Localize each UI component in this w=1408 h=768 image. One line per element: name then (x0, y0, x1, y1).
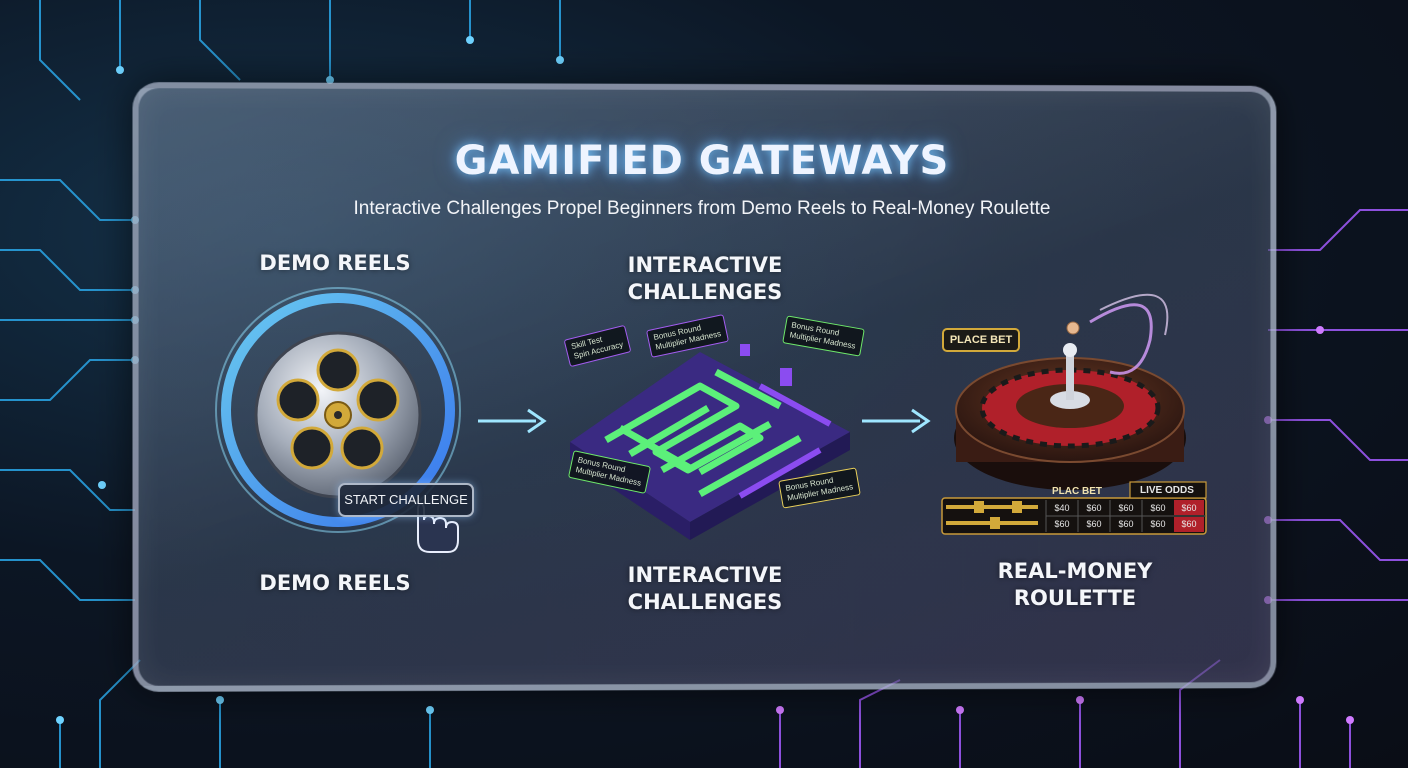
page-subtitle: Interactive Challenges Propel Beginners … (353, 198, 1051, 219)
betting-board (941, 481, 1207, 535)
challenges-label-top-line2: CHALLENGES (627, 280, 783, 304)
roulette-wheel-icon (954, 293, 1186, 490)
roulette-label: REAL-MONEY ROULETTE (960, 558, 1190, 612)
odds-cell[interactable]: $60 (1181, 503, 1197, 513)
challenges-label-top: INTERACTIVE CHALLENGES (590, 252, 820, 306)
arrow-right-icon (862, 408, 931, 434)
board-place-bet-label: PLAC BET (1052, 486, 1102, 497)
place-bet-button[interactable]: PLACE BET (942, 328, 1020, 352)
challenges-label-top-line1: INTERACTIVE (627, 253, 783, 277)
odds-cell[interactable]: $60 (1118, 519, 1134, 529)
arrow-right-icon (478, 408, 547, 434)
demo-reels-label-top: DEMO REELS (259, 251, 411, 275)
odds-cell[interactable]: $60 (1118, 503, 1134, 513)
odds-cell[interactable]: $40 (1054, 503, 1070, 513)
odds-cell[interactable]: $60 (1086, 503, 1102, 513)
challenges-label-bottom-line1: INTERACTIVE (627, 563, 783, 587)
odds-cell[interactable]: $60 (1181, 519, 1197, 529)
challenges-label-bottom-line2: CHALLENGES (627, 590, 783, 614)
film-reel-icon (215, 287, 461, 533)
challenges-label-bottom: INTERACTIVE CHALLENGES (590, 562, 820, 616)
live-odds-label: LIVE ODDS (1140, 485, 1194, 496)
odds-cell[interactable]: $60 (1086, 519, 1102, 529)
odds-cell[interactable]: $60 (1150, 519, 1166, 529)
demo-reels-label-bottom: DEMO REELS (259, 571, 411, 595)
page-title: GAMIFIED GATEWAYS (454, 138, 950, 184)
roulette-label-line1: REAL-MONEY (997, 559, 1153, 583)
odds-cell[interactable]: $60 (1054, 519, 1070, 529)
roulette-label-line2: ROULETTE (1013, 586, 1137, 610)
odds-cell[interactable]: $60 (1150, 503, 1166, 513)
maze-icon (570, 344, 850, 540)
start-challenge-button[interactable]: START CHALLENGE (338, 483, 474, 517)
